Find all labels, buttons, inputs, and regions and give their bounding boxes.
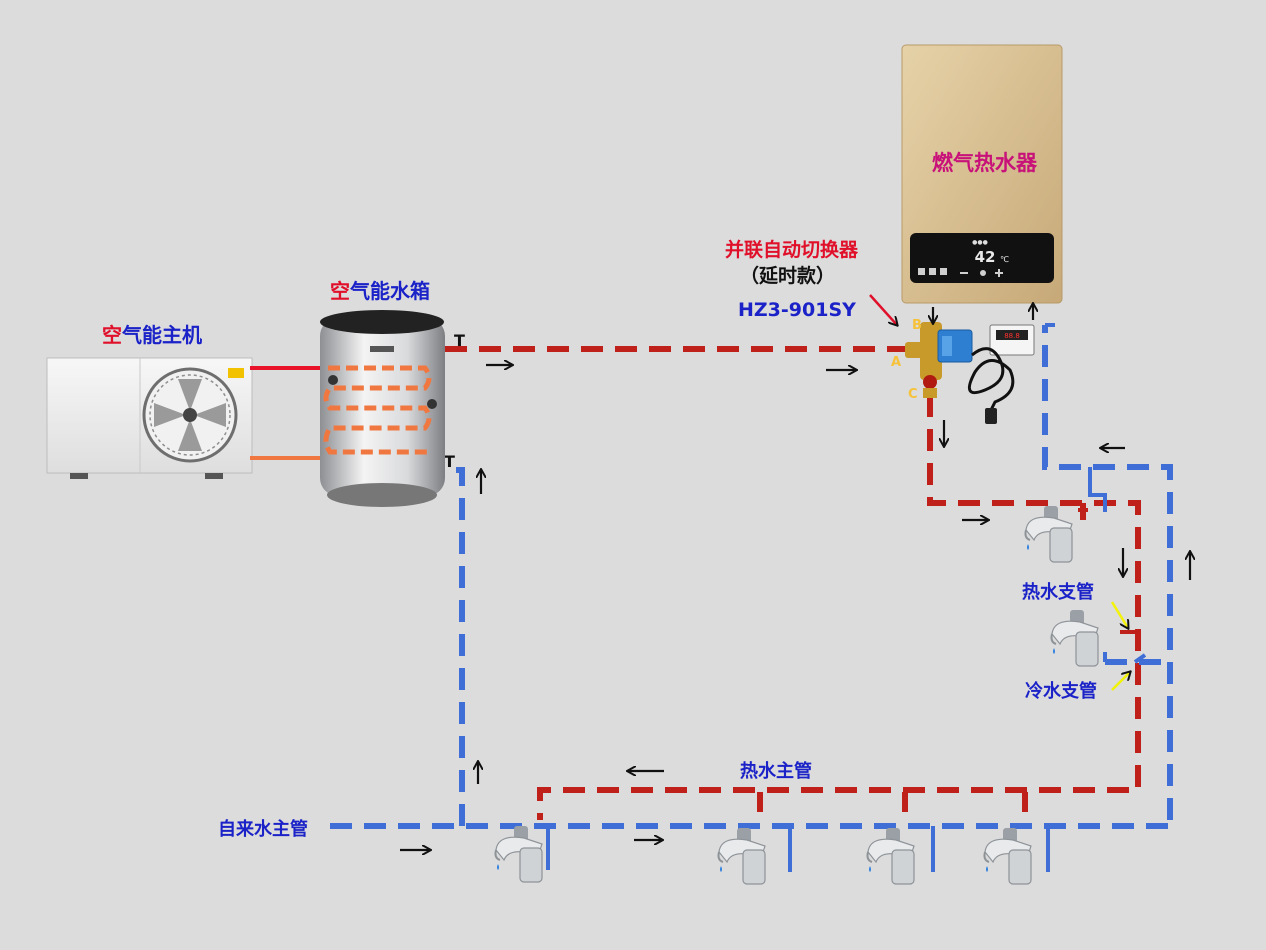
switcher-label: 并联自动切换器 xyxy=(725,238,859,261)
power-plug xyxy=(985,408,997,424)
cold-branch-label: 冷水支管 xyxy=(1025,680,1097,702)
svg-text:88.8: 88.8 xyxy=(1004,332,1020,340)
cold-branch-pointer xyxy=(1111,672,1130,691)
cold-branch-solid xyxy=(546,323,1147,872)
tee-mark-bottom: T xyxy=(444,452,455,471)
switcher-model: HZ3-901SY xyxy=(738,299,856,321)
hot-main-drops xyxy=(757,792,1028,812)
hot-branch-pointer xyxy=(1110,601,1128,628)
faucet-icon xyxy=(494,825,543,883)
heater-buttons xyxy=(918,268,1003,277)
fan-icon xyxy=(142,367,238,463)
heating-coil xyxy=(323,365,432,455)
hot-branch-label: 热水支管 xyxy=(1022,581,1094,603)
tap-main-label: 自来水主管 xyxy=(218,818,308,840)
display-temp: 42 xyxy=(975,248,996,266)
cold-return-pipe xyxy=(1042,325,1173,820)
hot-branch-solid xyxy=(1078,508,1138,634)
switcher-to-branch-pipe xyxy=(537,395,1141,820)
tee-mark-top: T xyxy=(454,331,465,350)
power-cable xyxy=(967,347,1015,413)
cold-water-pipes xyxy=(330,325,1173,829)
water-tank xyxy=(320,310,445,507)
gas-heater-label: 燃气热水器 xyxy=(932,151,1038,175)
gas-water-heater: ●●● 42 ℃ xyxy=(901,44,1063,304)
water-tank-label: 空气能水箱 xyxy=(330,279,430,303)
pump-icon xyxy=(937,329,973,363)
model-pointer-arrow xyxy=(869,294,897,325)
auto-switcher-valve: 88.8 B A C xyxy=(891,318,1035,424)
faucet-icon xyxy=(717,827,766,885)
cold-riser-pipe xyxy=(440,467,465,826)
hot-main-label: 热水主管 xyxy=(740,760,812,782)
heat-pump-unit xyxy=(46,357,253,479)
display-brand: ●●● xyxy=(972,239,988,246)
display-unit: ℃ xyxy=(1000,255,1009,264)
faucet-icon xyxy=(1024,505,1073,563)
valve-label-b: B xyxy=(912,318,922,333)
faucet-icon xyxy=(1050,609,1099,667)
faucet-icon xyxy=(866,827,915,885)
tee-marks: T T xyxy=(444,331,465,471)
thermostat-icon: 88.8 xyxy=(989,324,1035,356)
flow-arrows xyxy=(400,304,1190,850)
valve-label-a: A xyxy=(891,355,901,370)
heat-pump-label: 空气能主机 xyxy=(102,323,202,347)
switcher-sublabel: （延时款） xyxy=(740,264,835,287)
valve-label-c: C xyxy=(908,387,918,402)
faucet-icon xyxy=(983,827,1032,885)
